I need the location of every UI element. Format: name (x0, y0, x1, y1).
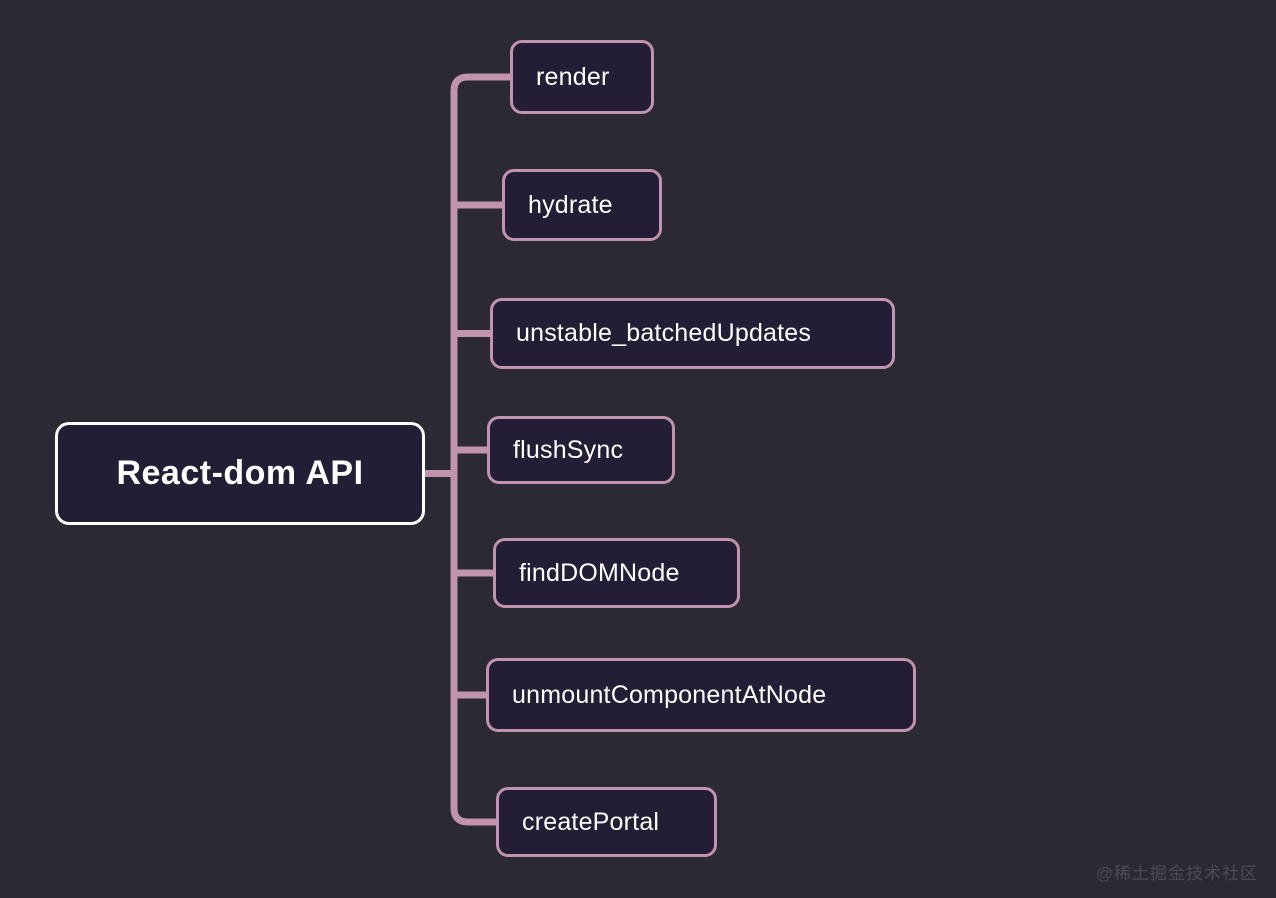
mindmap-child-node[interactable]: unstable_batchedUpdates (490, 298, 895, 369)
mindmap-child-node[interactable]: flushSync (487, 416, 675, 484)
connector-path (450, 73, 514, 95)
mindmap-child-node[interactable]: createPortal (496, 787, 717, 857)
mindmap-child-node[interactable]: findDOMNode (493, 538, 740, 608)
mindmap-root-node[interactable]: React-dom API (55, 422, 425, 525)
child-node-label: render (536, 62, 610, 91)
child-node-label: flushSync (513, 435, 624, 464)
child-node-label: unmountComponentAtNode (512, 680, 827, 709)
child-node-label: unstable_batchedUpdates (516, 319, 812, 347)
child-node-label: hydrate (528, 190, 613, 219)
root-node-label: React-dom API (116, 454, 364, 492)
mindmap-child-node[interactable]: unmountComponentAtNode (486, 658, 916, 732)
watermark: @稀土掘金技术社区 (1095, 864, 1258, 883)
mindmap-child-node[interactable]: render (510, 40, 654, 114)
child-node-label: findDOMNode (519, 558, 680, 587)
mindmap-child-node[interactable]: hydrate (502, 169, 662, 241)
child-node-label: createPortal (522, 807, 660, 836)
connector-path (450, 804, 500, 826)
